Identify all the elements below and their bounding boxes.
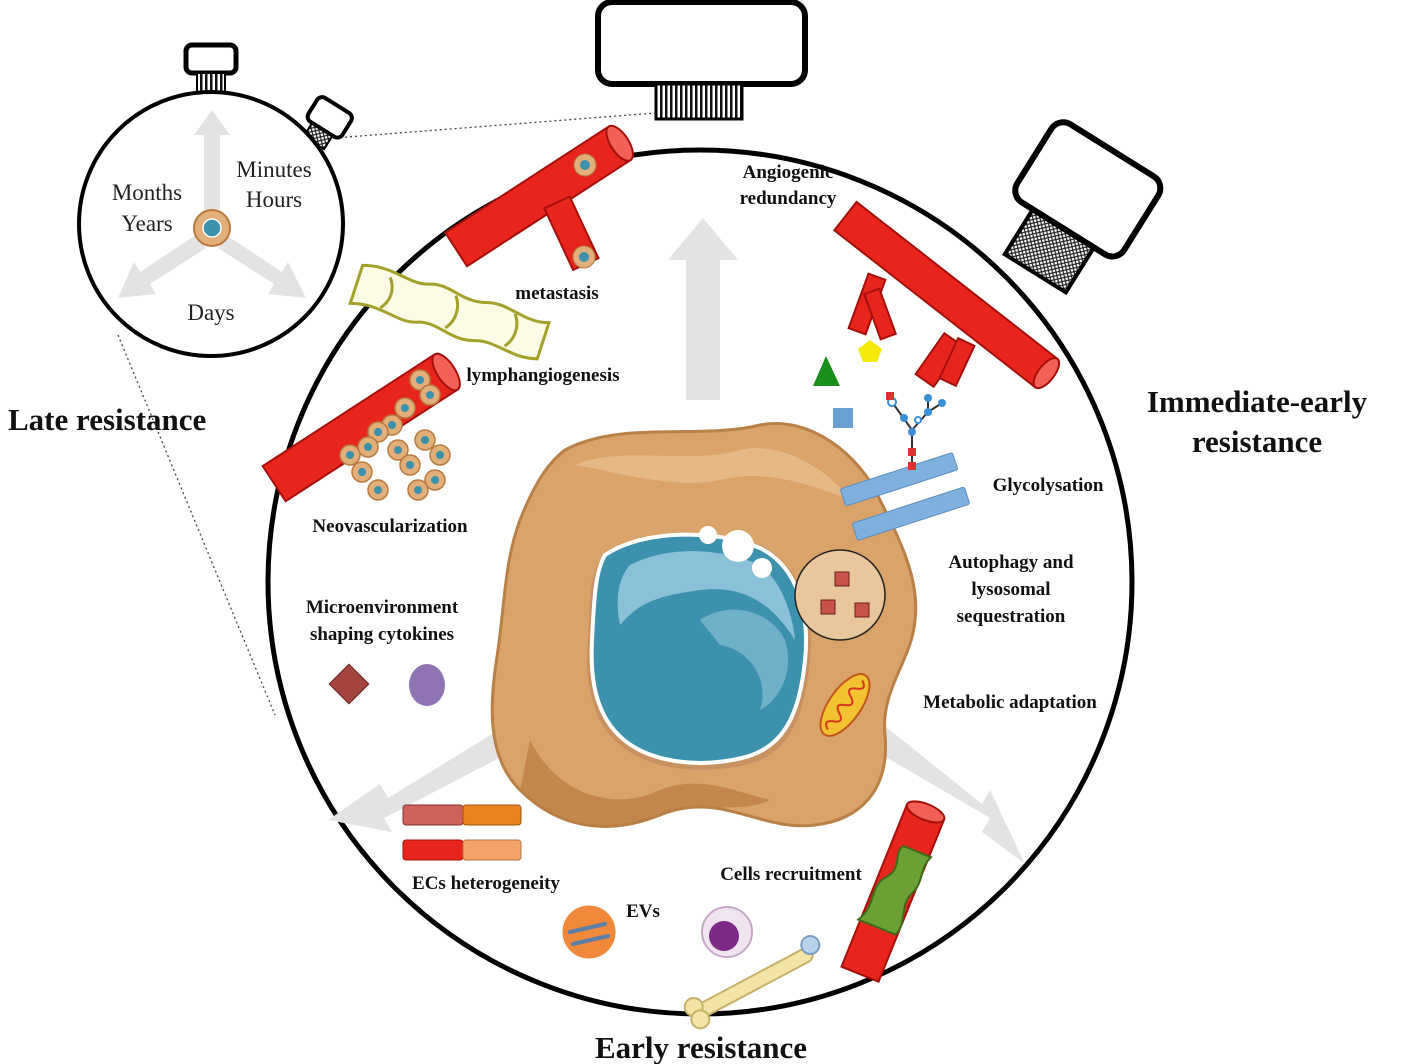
lymphangiogenesis-label: lymphangiogenesis [466,365,619,386]
early-resistance-label: Early resistance [595,1030,807,1064]
neovascular-vessel [261,352,461,503]
small-clock-years: Years [121,211,172,236]
big-arrows [328,218,1025,864]
evs-label: EVs [626,901,660,922]
small-stopwatch-crown [183,42,239,76]
immune-cell-icon [701,906,753,958]
lymphatic-vessel [348,263,552,361]
metabolic-adaptation-label: Metabolic adaptation [923,692,1097,713]
arrow-up [668,218,738,400]
angiogenic-vessel [813,200,1061,428]
autophagy-label-2: lysosomal [971,579,1050,600]
glycolysation-label: Glycolysation [993,475,1104,496]
microenvironment-label-1: Microenvironment [306,597,459,618]
zoom-line-bottom [117,334,276,716]
cancer-cell [490,422,918,828]
small-clock-hours: Hours [246,187,302,212]
autophagy-label-3: sequestration [957,606,1066,627]
square-icon [833,408,853,428]
small-stopwatch [77,42,354,358]
triangle-icon [813,356,840,386]
small-clock-months: Months [112,180,182,205]
diamond-cytokine-icon [328,663,370,705]
arrow-down-right [865,722,1025,864]
late-resistance-label: Late resistance [8,402,206,437]
recruitment-vessel [840,800,946,983]
glycan-icon [840,392,970,541]
metastasis-label: metastasis [515,283,598,304]
big-stopwatch-side-button [1002,119,1164,296]
ev-icon [559,902,619,962]
mitochondrion-icon [819,673,871,737]
autophagosome [794,549,886,641]
angiogenic-label-1: Angiogenic [743,162,834,183]
immediate-resistance-label-1: Immediate-early [1147,384,1368,419]
big-stopwatch-stem [654,82,744,121]
bone-icon [683,935,821,1030]
ecs-heterogeneity-icon [402,804,522,861]
autophagy-label-1: Autophagy and [948,552,1074,573]
small-clock-minutes: Minutes [236,157,311,182]
ecs-heterogeneity-label: ECs heterogeneity [412,873,560,894]
neovascularization-label: Neovascularization [312,516,468,537]
pentagon-icon [858,340,882,362]
immediate-resistance-label-2: resistance [1192,424,1322,459]
oval-cytokine-icon [409,664,445,706]
metastasis-vessel [443,124,634,272]
small-clock-days: Days [187,300,234,325]
zoom-line-top [334,112,656,139]
big-stopwatch-crown [595,0,808,87]
microenvironment-label-2: shaping cytokines [310,624,454,645]
arrow-down-left [328,720,530,832]
cells-recruitment-label: Cells recruitment [720,864,862,885]
angiogenic-label-2: redundancy [740,188,837,209]
